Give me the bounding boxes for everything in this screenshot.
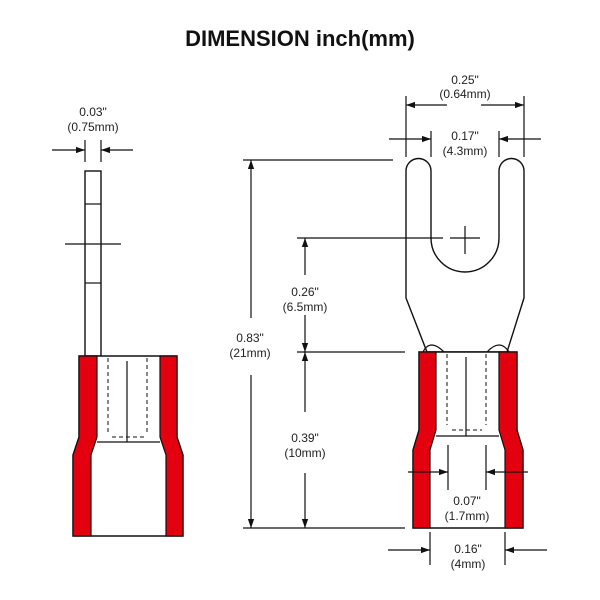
diagram-title: DIMENSION inch(mm) bbox=[185, 26, 415, 51]
total-length-inch: 0.83" bbox=[236, 331, 264, 345]
wire-diameter-mm: (1.7mm) bbox=[445, 509, 490, 523]
slot-width-mm: (4.3mm) bbox=[443, 144, 488, 158]
stud-to-barrel-inch: 0.26" bbox=[291, 285, 319, 299]
outer-width-inch: 0.25" bbox=[451, 73, 479, 87]
barrel-length-mm: (10mm) bbox=[284, 446, 325, 460]
stud-to-barrel-mm: (6.5mm) bbox=[283, 300, 328, 314]
thickness-mm: (0.75mm) bbox=[67, 120, 118, 134]
wire-diameter-inch: 0.07" bbox=[453, 494, 481, 508]
insulation-left bbox=[412, 351, 437, 529]
insulation-left bbox=[72, 355, 98, 537]
sleeve-diameter-inch: 0.16" bbox=[454, 542, 482, 556]
thickness-inch: 0.03" bbox=[79, 105, 107, 119]
tongue bbox=[84, 170, 102, 357]
slot-width-inch: 0.17" bbox=[451, 129, 479, 143]
spade-fork bbox=[405, 157, 525, 353]
insulation-right bbox=[159, 355, 184, 537]
outer-width-mm: (0.64mm) bbox=[439, 87, 490, 101]
side-view-terminal: 0.03" (0.75mm) bbox=[52, 105, 184, 537]
insulation-right bbox=[498, 351, 524, 529]
front-view-terminal: 0.25" (0.64mm) 0.17" (4.3mm) 0.83" (21mm… bbox=[229, 73, 547, 571]
barrel-length-inch: 0.39" bbox=[291, 431, 319, 445]
sleeve-diameter-mm: (4mm) bbox=[451, 557, 486, 571]
total-length-mm: (21mm) bbox=[229, 346, 270, 360]
